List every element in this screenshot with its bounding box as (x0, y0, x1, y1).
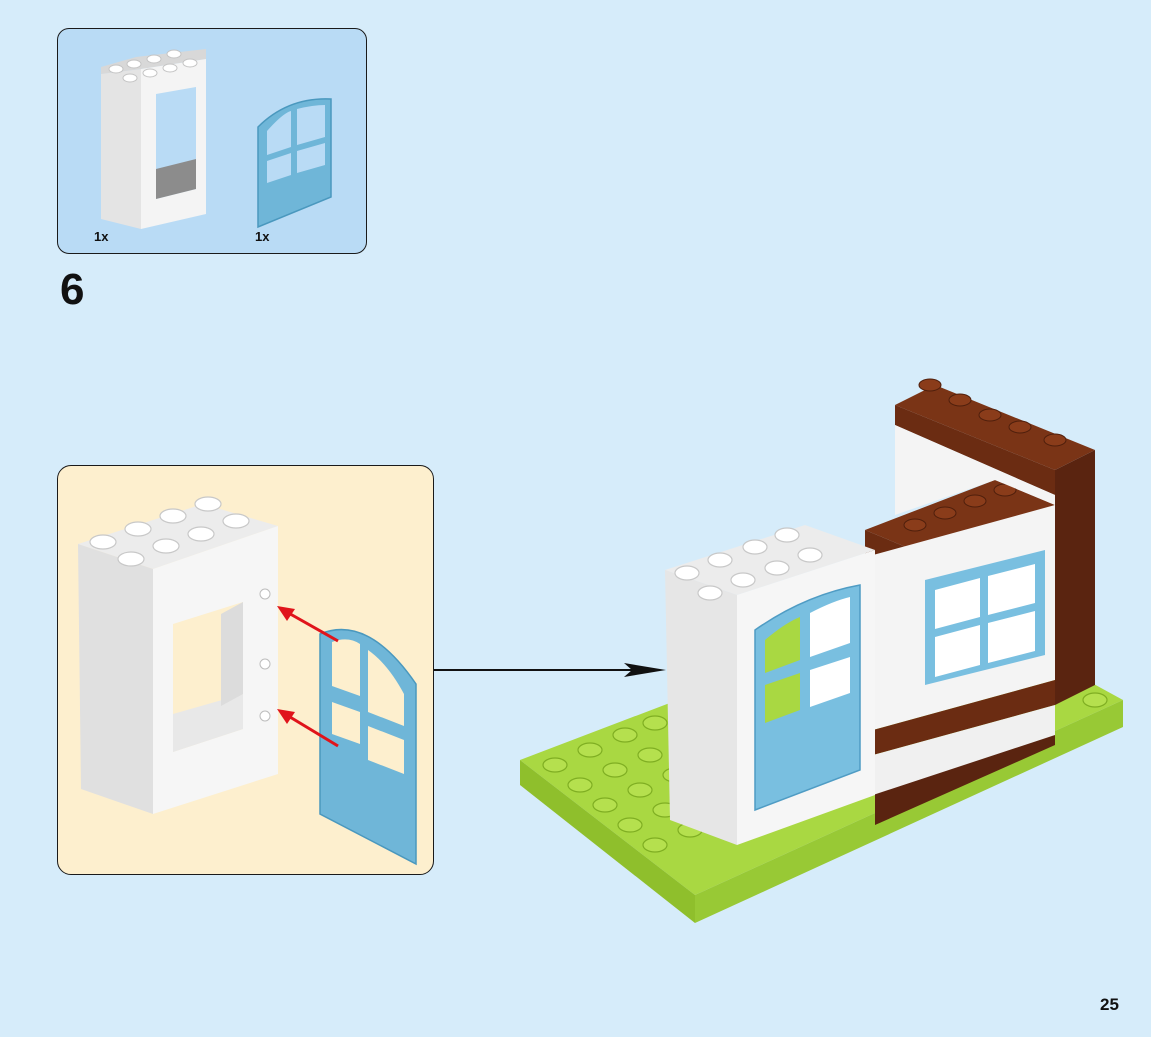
door-part-icon (257, 98, 332, 229)
frame-quantity: 1x (94, 229, 109, 244)
step-number: 6 (60, 265, 85, 314)
door-frame-part-icon (101, 49, 206, 229)
red-attach-arrow-icon (277, 606, 339, 643)
callout-pointer-arrow (434, 663, 666, 677)
assembled-model-illustration (520, 378, 1123, 923)
brown-wall-bricks (865, 378, 1095, 825)
window-wall (873, 505, 1055, 795)
door-icon (319, 628, 417, 866)
door-quantity: 1x (255, 229, 270, 244)
door-frame-with-door (665, 525, 875, 845)
page-number: 25 (1100, 995, 1119, 1014)
door-frame-icon (78, 496, 278, 814)
red-attach-arrow-icon (277, 709, 339, 748)
parts-list-box: 1x 1x (57, 28, 367, 254)
detail-callout-box (57, 465, 434, 875)
